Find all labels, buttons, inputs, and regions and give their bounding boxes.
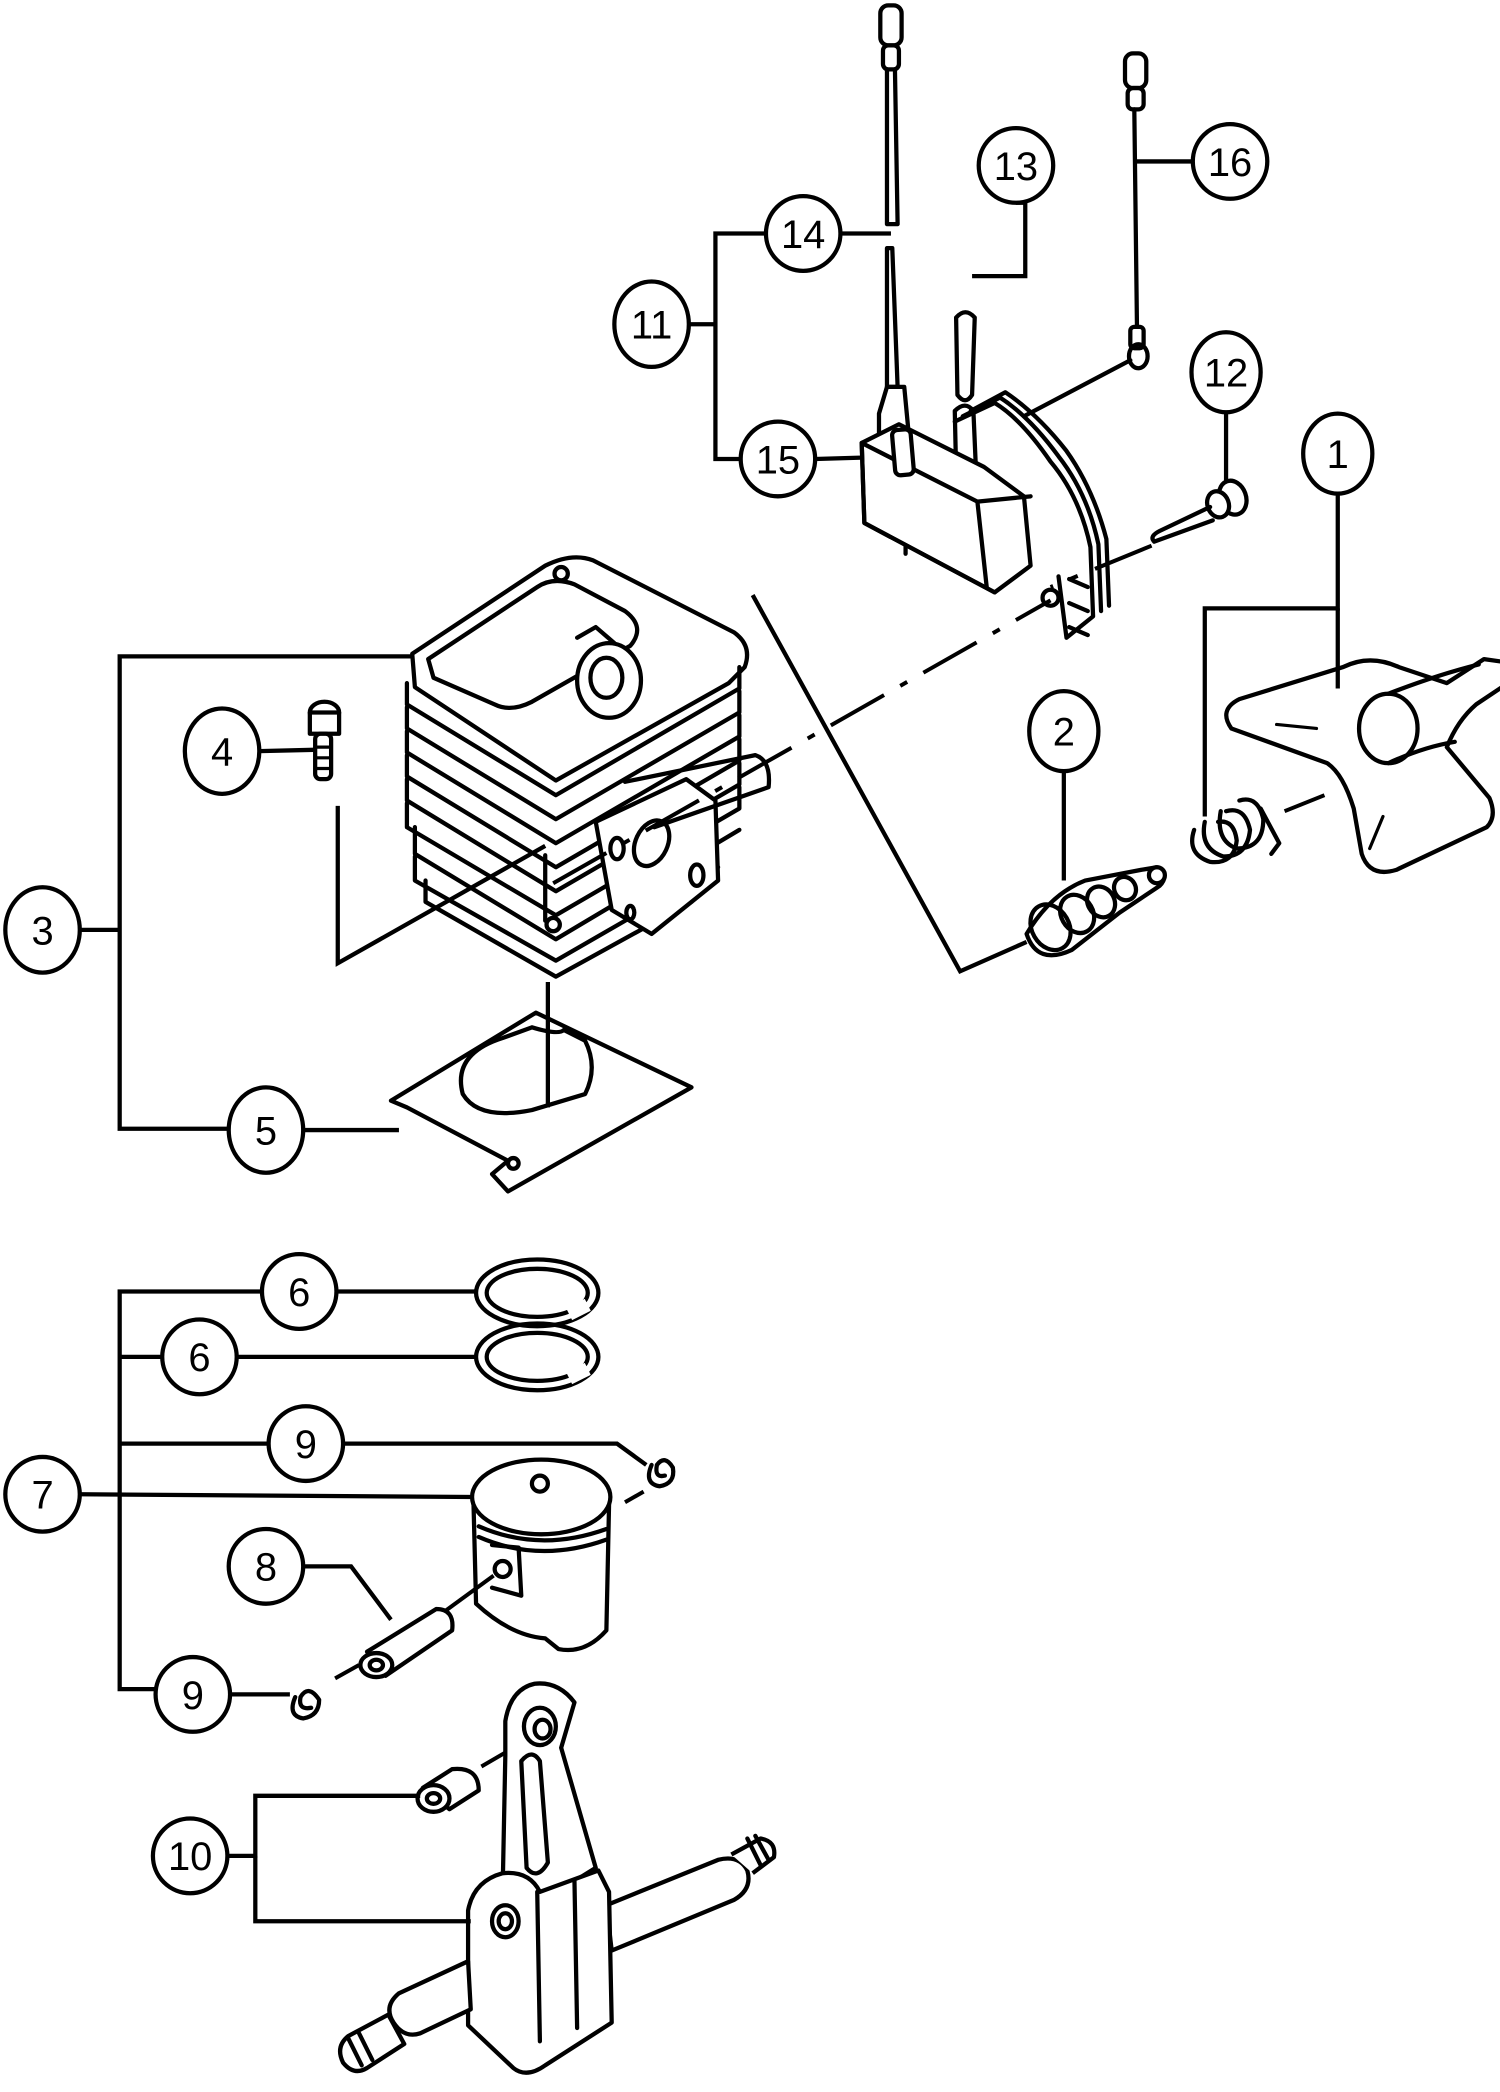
piston-ring-lower bbox=[473, 1321, 601, 1393]
crankshaft-assembly bbox=[337, 1681, 777, 2075]
callout-7: 7 bbox=[3, 1454, 82, 1534]
piston-pin bbox=[358, 1567, 504, 1680]
callout-label: 13 bbox=[994, 145, 1038, 189]
callout-label: 4 bbox=[211, 730, 233, 774]
callout-5: 5 bbox=[226, 1085, 306, 1175]
callout-9-upper: 9 bbox=[266, 1404, 346, 1484]
callout-label: 9 bbox=[182, 1674, 204, 1718]
callout-16: 16 bbox=[1190, 121, 1270, 201]
callout-15: 15 bbox=[738, 419, 818, 499]
piston bbox=[469, 1457, 613, 1653]
cylinder-screw bbox=[307, 699, 342, 782]
ground-wire bbox=[1021, 51, 1150, 419]
piston-pin-clip-upper bbox=[624, 1458, 676, 1505]
piston-ring-upper bbox=[473, 1257, 601, 1329]
ignition-coil-assembly bbox=[859, 3, 1249, 640]
leader-lines bbox=[79, 159, 1340, 1924]
callout-label: 14 bbox=[781, 213, 825, 257]
boot-spring bbox=[1190, 793, 1326, 865]
callout-2: 2 bbox=[1027, 688, 1101, 774]
callout-14: 14 bbox=[763, 193, 843, 273]
callout-10: 10 bbox=[150, 1816, 230, 1896]
callout-8: 8 bbox=[226, 1526, 306, 1606]
callout-13: 13 bbox=[976, 125, 1056, 205]
callout-label: 9 bbox=[295, 1423, 317, 1467]
callout-label: 6 bbox=[288, 1271, 310, 1315]
callout-label: 3 bbox=[31, 909, 53, 953]
callout-6-upper: 6 bbox=[259, 1251, 339, 1331]
cylinder bbox=[404, 555, 772, 979]
callout-12: 12 bbox=[1189, 330, 1263, 415]
callout-label: 6 bbox=[188, 1336, 210, 1380]
callout-label: 1 bbox=[1327, 433, 1349, 477]
callout-6-lower: 6 bbox=[160, 1317, 239, 1397]
coil-screw bbox=[1049, 478, 1249, 589]
callout-label: 7 bbox=[31, 1474, 53, 1518]
callout-label: 12 bbox=[1204, 352, 1248, 396]
spark-plug bbox=[1024, 865, 1168, 958]
callout-label: 16 bbox=[1208, 141, 1252, 185]
callout-label: 5 bbox=[255, 1109, 277, 1153]
callout-label: 10 bbox=[168, 1835, 212, 1879]
callout-4: 4 bbox=[182, 706, 262, 796]
callout-1: 1 bbox=[1301, 411, 1375, 496]
callout-label: 8 bbox=[255, 1546, 277, 1590]
callout-9-lower: 9 bbox=[153, 1654, 233, 1734]
callout-label: 15 bbox=[756, 438, 800, 482]
cylinder-gasket bbox=[388, 1010, 694, 1194]
callout-11: 11 bbox=[612, 279, 691, 370]
callout-label: 2 bbox=[1053, 710, 1075, 754]
ignition-coil bbox=[859, 390, 1112, 640]
callout-label: 11 bbox=[631, 304, 672, 348]
piston-pin-clip-lower bbox=[290, 1663, 361, 1721]
spark-plug-boot bbox=[1224, 656, 1500, 875]
coil-spring-cap bbox=[953, 310, 977, 403]
spark-plug-wire-upper bbox=[878, 3, 904, 227]
callout-3: 3 bbox=[3, 885, 82, 975]
